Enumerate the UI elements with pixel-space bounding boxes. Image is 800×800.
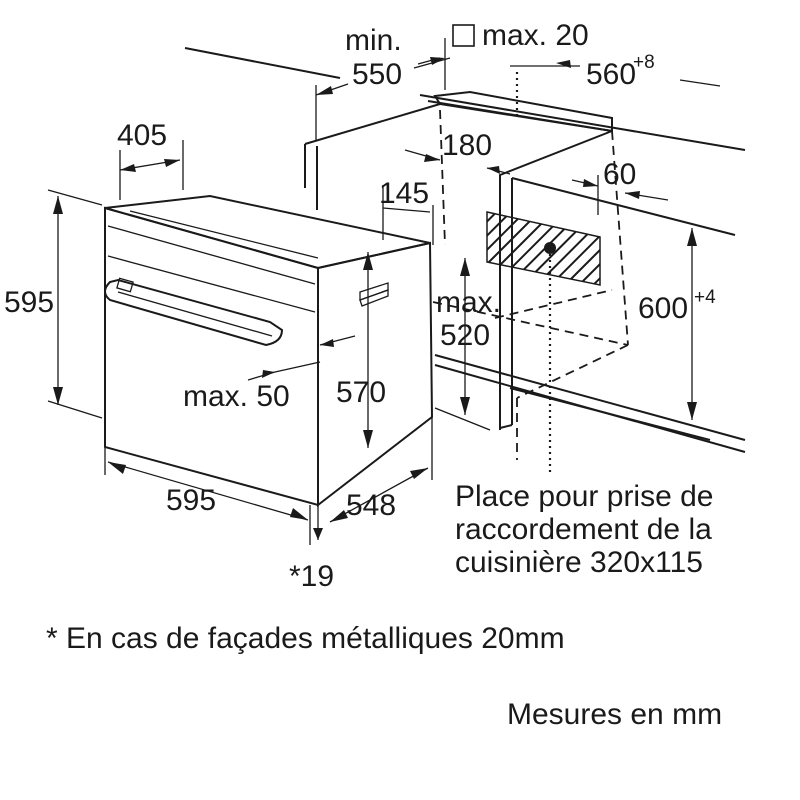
dimension-labels: min. 550 max. 20 560 +8 405 180 145 60 5… [4, 19, 716, 593]
label-60: 60 [603, 158, 636, 191]
label-560: 560 [586, 58, 636, 91]
cabinet-niche [184, 47, 746, 472]
oven-handle [104, 277, 284, 347]
label-405: 405 [117, 119, 167, 152]
label-595-width: 595 [166, 484, 216, 517]
label-star-19: *19 [289, 560, 334, 593]
socket-note-line-2: raccordement de la [455, 513, 712, 546]
label-570: 570 [336, 376, 386, 409]
label-600-tolerance: +4 [694, 287, 716, 308]
units-note: Mesures en mm [507, 698, 723, 731]
label-550: 550 [352, 58, 402, 91]
label-max-50: max. 50 [183, 380, 290, 413]
socket-note-line-1: Place pour prise de [455, 480, 714, 513]
dimension-lines [47, 38, 721, 545]
socket-box [486, 211, 601, 286]
label-145: 145 [379, 177, 429, 210]
label-560-tolerance: +8 [633, 52, 655, 73]
label-520: 520 [440, 319, 490, 352]
footnote: * En cas de façades métalliques 20mm [46, 622, 565, 655]
label-600: 600 [638, 292, 688, 325]
label-max: max. [436, 286, 501, 319]
label-max-20: max. 20 [482, 19, 589, 52]
label-180: 180 [442, 129, 492, 162]
square-icon [452, 24, 475, 47]
label-min: min. [345, 24, 402, 57]
socket-note-line-3: cuisinière 320x115 [455, 546, 703, 579]
socket-note: Place pour prise de raccordement de la c… [455, 480, 714, 579]
label-548: 548 [346, 489, 396, 522]
label-595-height: 595 [4, 286, 54, 319]
oven [104, 194, 434, 508]
